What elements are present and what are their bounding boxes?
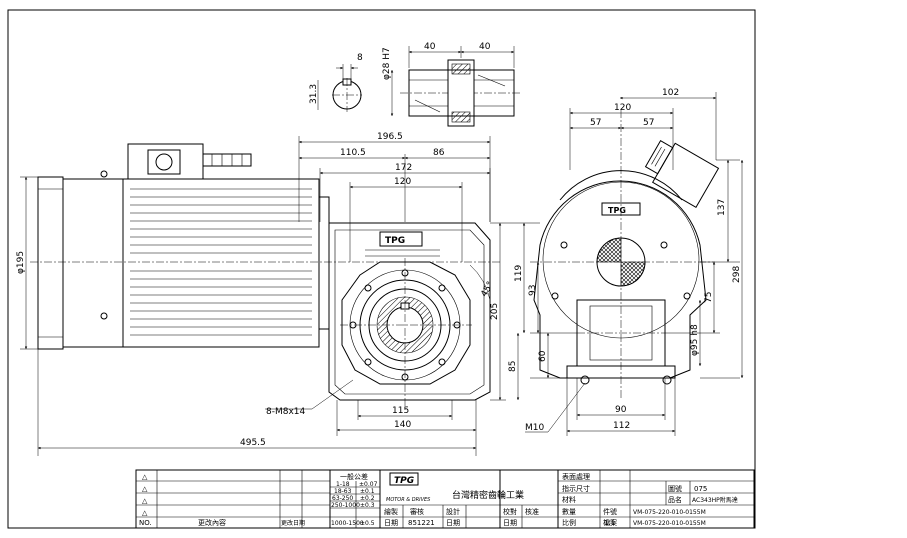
tol-value-5: ±0.5 <box>360 520 375 527</box>
dim-keyway-depth: 31.3 <box>309 84 319 104</box>
tol-header: 一般公差 <box>340 472 368 481</box>
check-label: 校對 <box>503 507 517 516</box>
checker-label: 審核 <box>410 507 424 516</box>
dim-shaft-right: 40 <box>479 42 491 52</box>
col-change: 更改內容 <box>198 518 226 527</box>
dim-motor-dia: φ195 <box>16 251 26 274</box>
dim-side-298: 298 <box>732 266 742 283</box>
dim-flange-width: 120 <box>394 177 411 187</box>
designer-label: 繪製 <box>384 507 398 516</box>
design-label: 設計 <box>446 507 460 516</box>
dim-height-205: 205 <box>490 303 500 320</box>
dim-side-spigot: φ95 h8 <box>690 324 700 356</box>
warn-icon-1: △ <box>142 473 148 481</box>
part-no-label: 件號 <box>603 507 617 516</box>
tol-range-2: 18-63 <box>334 488 352 495</box>
logo-text: TPG <box>394 476 414 486</box>
dim-side-half-left: 57 <box>590 118 601 128</box>
dim-overall-length: 495.5 <box>240 438 266 448</box>
dim-angle: 45° <box>479 280 496 299</box>
dim-side-93: 93 <box>528 285 538 296</box>
side-view: TPG 102 120 57 <box>506 88 744 436</box>
front-view: TPG 45° 196.5 110.5 86 <box>16 132 506 456</box>
tol-range-5: 1000-1500 <box>331 520 364 527</box>
dim-side-85: 85 <box>508 361 518 372</box>
dim-shaft-left: 40 <box>424 42 436 52</box>
drawing-id-label: 檔案 <box>603 518 617 527</box>
date-value: 851221 <box>408 519 435 527</box>
dim-side-75: 75 <box>704 292 714 303</box>
dim-bolt-spec: 8-M8x14 <box>266 407 306 417</box>
dim-side-overall: 102 <box>662 88 679 98</box>
date-label-2: 日期 <box>446 519 460 527</box>
dim-side-m10: M10 <box>525 423 544 433</box>
logo-sub: MOTOR & DRIVES <box>386 497 431 503</box>
company-logo <box>389 472 419 486</box>
drawing-id: VM-075-220-010-0155M <box>633 520 706 527</box>
material-label: 材料 <box>562 495 576 504</box>
tol-range-3: 63-250 <box>332 495 353 502</box>
dim-side-width: 120 <box>614 103 631 113</box>
date-label-1: 日期 <box>384 519 398 527</box>
surface-label: 表面處理 <box>562 472 590 481</box>
dim-side-90: 90 <box>615 405 627 415</box>
name-label: 品名 <box>668 495 682 504</box>
svg-text:TPG: TPG <box>385 236 405 246</box>
title-block: △ △ △ △ NO. 更改內容 更改日期 一般公差 1-18 ±0.07 18… <box>135 469 755 529</box>
dim-bolt-pcd: 115 <box>392 406 409 416</box>
dim-housing-width: 172 <box>395 163 412 173</box>
dim-keyway-width: 8 <box>357 53 363 63</box>
warn-icon-4: △ <box>142 509 148 517</box>
dim-side-half-right: 57 <box>643 118 654 128</box>
dim-base-width: 140 <box>394 420 411 430</box>
scale-value: 1:1 <box>604 519 615 527</box>
warn-icon-3: △ <box>142 497 148 505</box>
tol-value-2: ±0.1 <box>360 488 375 495</box>
drawing-no: 075 <box>694 485 707 493</box>
tol-range-4: 250-1000 <box>331 502 360 509</box>
size-label: 指示尺寸 <box>562 484 590 493</box>
date-label-3: 日期 <box>503 519 517 527</box>
dim-side-137: 137 <box>717 199 727 216</box>
name-value: AC343HP附馬達 <box>692 496 738 504</box>
dim-offset-left: 110.5 <box>340 148 366 158</box>
dim-overall-width-top: 196.5 <box>377 132 403 142</box>
quantity-label: 數量 <box>562 507 576 516</box>
tol-value-4: ±0.3 <box>360 502 375 509</box>
col-no: NO. <box>139 519 152 527</box>
svg-text:TPG: TPG <box>608 206 626 215</box>
shaft-detail: 8 31.3 40 40 φ28 H7 <box>309 42 522 127</box>
col-date: 更改日期 <box>281 519 305 527</box>
tol-range-1: 1-18 <box>336 481 350 488</box>
dim-side-119: 119 <box>514 265 524 282</box>
dim-offset-right: 86 <box>433 148 445 158</box>
dim-side-112: 112 <box>613 421 630 431</box>
drawing-no-label: 圖號 <box>668 484 682 493</box>
approver-label: 核准 <box>525 507 539 516</box>
company-name: 台灣精密齒輪工業 <box>452 489 524 501</box>
warn-icon-2: △ <box>142 485 148 493</box>
tol-value-1: ±0.07 <box>359 481 378 488</box>
dim-side-60: 60 <box>538 350 548 362</box>
part-no: VM-075-220-010-0155M <box>633 509 706 516</box>
tol-value-3: ±0.2 <box>360 495 375 502</box>
dim-shaft-dia: φ28 H7 <box>382 47 392 80</box>
scale-label: 比例 <box>562 518 576 527</box>
